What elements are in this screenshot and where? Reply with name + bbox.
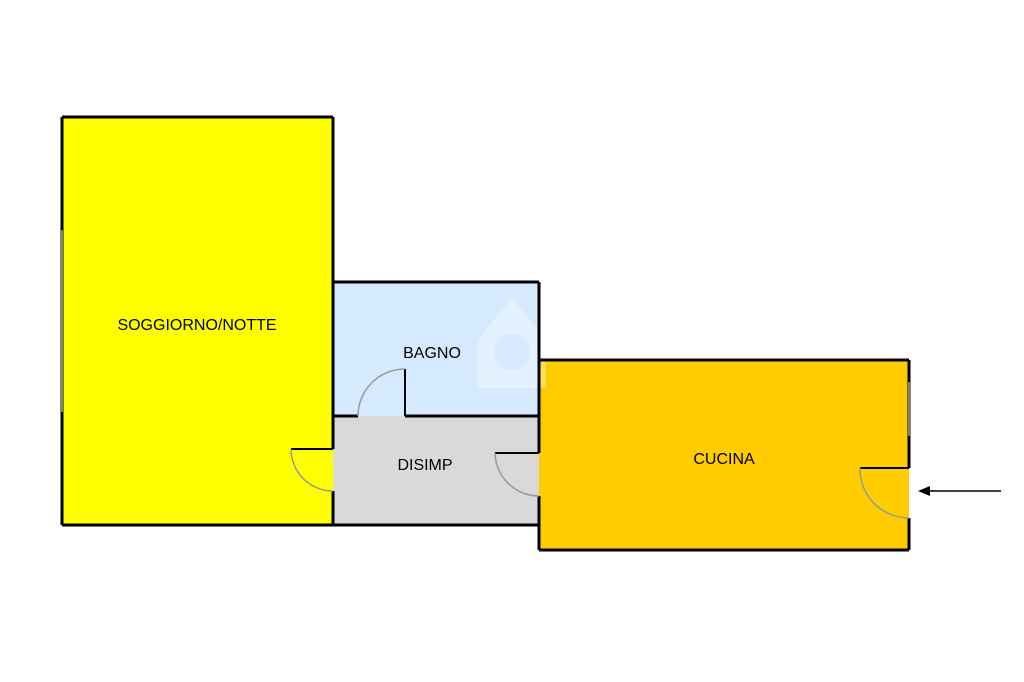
door-cucina-disimp [494, 452, 540, 497]
room-label-cucina: CUCINA [693, 451, 755, 468]
left-arrow-icon [918, 486, 1001, 496]
room-label-disimp: DISIMP [397, 457, 452, 474]
door-soggiorno [290, 448, 334, 492]
room-soggiorno-fill [62, 117, 333, 525]
house-watermark-icon [478, 298, 546, 388]
room-disimp-fill [333, 416, 539, 525]
door-entrance [859, 467, 910, 519]
room-label-soggiorno: SOGGIORNO/NOTTE [117, 317, 276, 334]
walls [60, 115, 911, 552]
door-bagno [357, 368, 406, 417]
room-cucina-fill [539, 360, 909, 550]
room-label-bagno: BAGNO [403, 345, 461, 362]
